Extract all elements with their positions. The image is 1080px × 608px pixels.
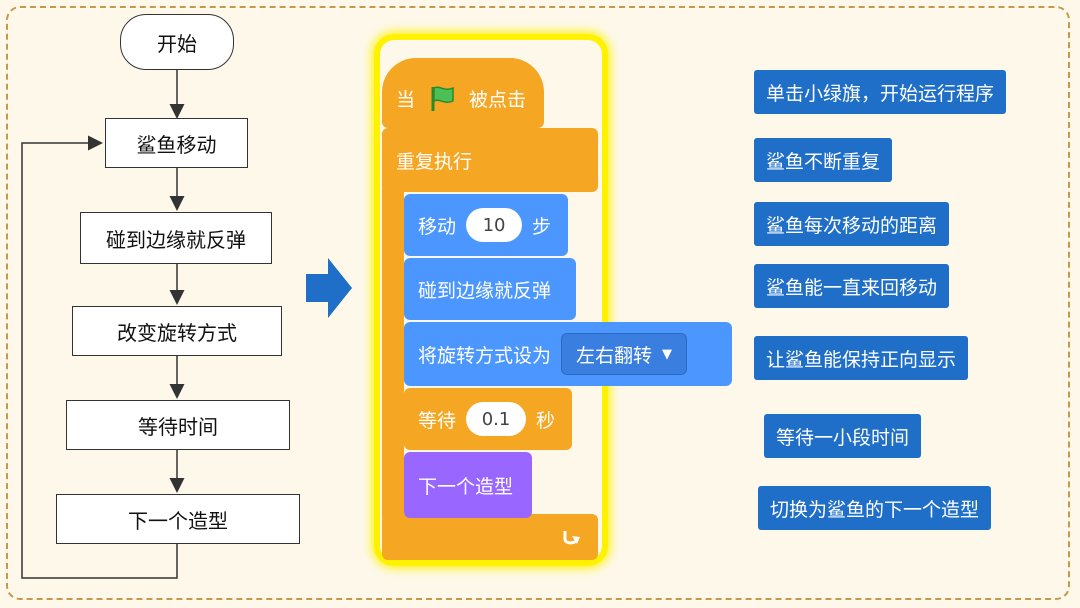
note-wait: 等待一小段时间: [764, 414, 922, 458]
rotation-label: 将旋转方式设为: [418, 344, 552, 367]
forever-label: 重复执行: [396, 150, 473, 173]
move-unit-label: 步: [532, 215, 552, 238]
next-costume-label: 下一个造型: [418, 475, 514, 498]
rotation-style-value: 左右翻转: [576, 344, 653, 367]
flowchart-start: 开始: [120, 14, 234, 70]
forever-block[interactable]: 重复执行: [382, 128, 598, 192]
wait-unit-label: 秒: [536, 409, 556, 432]
when-flag-clicked-block[interactable]: 当 被点击: [382, 58, 544, 128]
flowchart-step-rotation: 改变旋转方式: [72, 306, 282, 356]
note-forever: 鲨鱼不断重复: [754, 138, 893, 182]
green-flag-icon: [431, 86, 454, 111]
wait-seconds-block[interactable]: 等待 0.1 秒: [404, 388, 572, 450]
note-rotation: 让鲨鱼能保持正向显示: [754, 336, 969, 380]
move-label: 移动: [418, 215, 457, 238]
loop-arrow-icon: [563, 531, 580, 545]
wait-label: 等待: [418, 409, 457, 432]
wait-seconds-input[interactable]: 0.1: [466, 402, 527, 436]
note-green-flag: 单击小绿旗，开始运行程序: [754, 70, 1007, 114]
flowchart-step-move: 鲨鱼移动: [105, 118, 248, 168]
note-next-costume: 切换为鲨鱼的下一个造型: [758, 486, 992, 530]
forever-block-bottom[interactable]: [382, 514, 598, 560]
dashed-frame: [6, 6, 1070, 600]
move-steps-input[interactable]: 10: [466, 208, 523, 242]
flowchart-step-wait: 等待时间: [66, 400, 290, 450]
bounce-label: 碰到边缘就反弹: [418, 279, 552, 302]
rotation-style-dropdown[interactable]: 左右翻转 ▼: [561, 333, 688, 375]
flowchart-step-bounce: 碰到边缘就反弹: [80, 212, 272, 264]
hat-clicked-label: 被点击: [469, 88, 527, 111]
bounce-on-edge-block[interactable]: 碰到边缘就反弹: [404, 258, 576, 320]
hat-when-label: 当: [396, 88, 416, 111]
move-steps-block[interactable]: 移动 10 步: [404, 194, 568, 256]
chevron-down-icon: ▼: [662, 346, 673, 362]
right-arrow-icon: [306, 258, 352, 318]
flowchart-step-next-costume: 下一个造型: [56, 494, 300, 544]
note-move: 鲨鱼每次移动的距离: [754, 202, 950, 246]
next-costume-block[interactable]: 下一个造型: [404, 452, 532, 518]
set-rotation-style-block[interactable]: 将旋转方式设为 左右翻转 ▼: [404, 322, 732, 386]
note-bounce: 鲨鱼能一直来回移动: [754, 264, 950, 308]
forever-block-arm: [382, 188, 404, 518]
